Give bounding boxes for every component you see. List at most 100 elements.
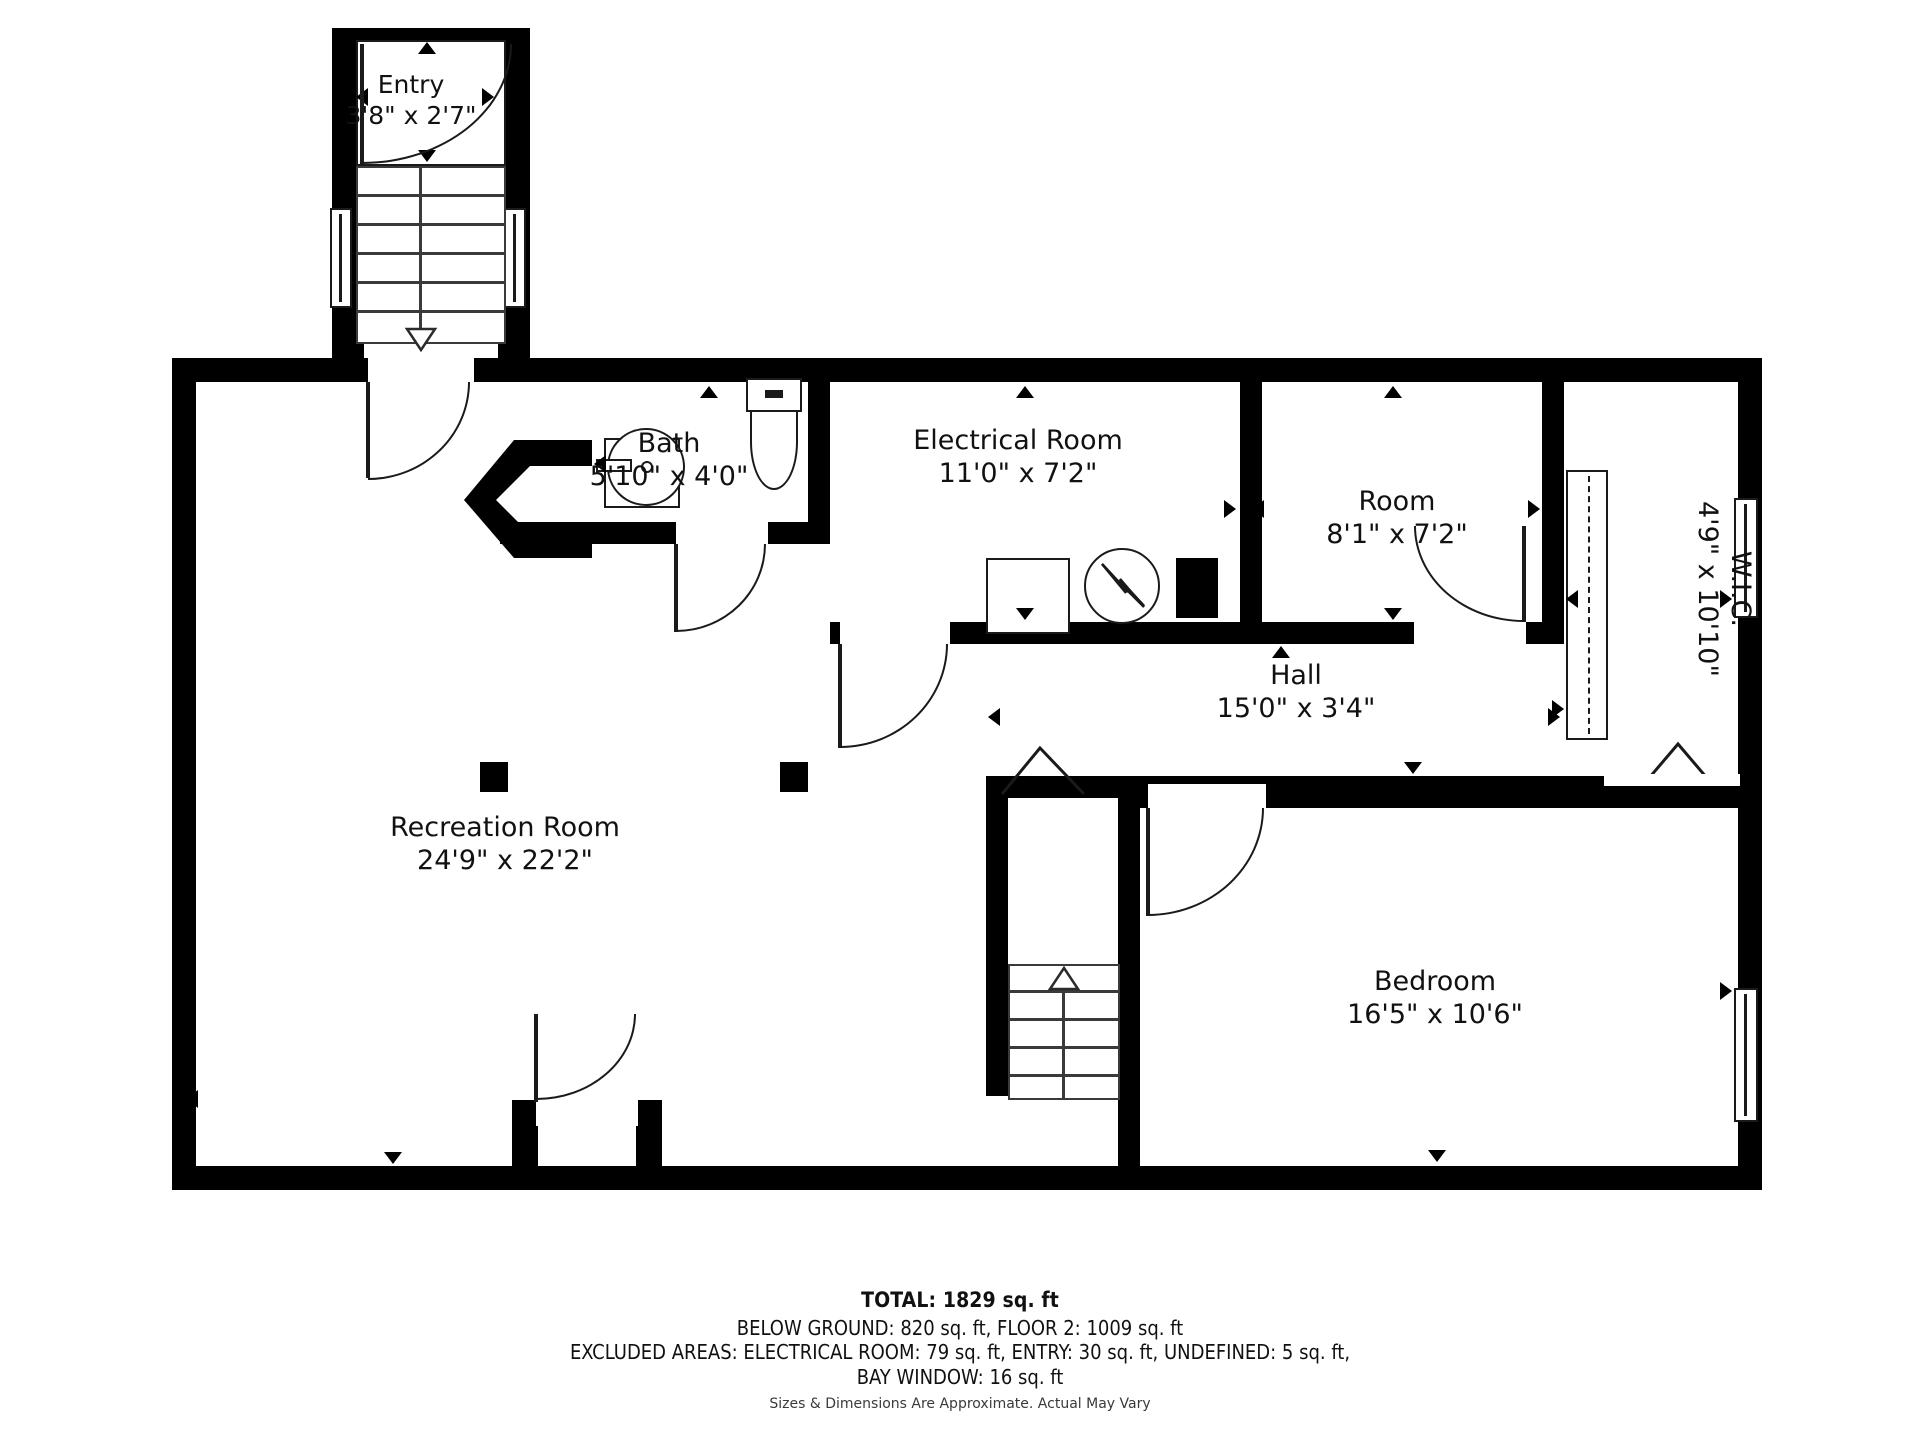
support-column-electrical <box>1176 558 1218 618</box>
exterior-wall-bottom <box>172 1166 1762 1190</box>
rec-dim-arrow-bottom <box>384 1152 402 1164</box>
room-dimensions-entry: 3'8" x 2'7" <box>345 100 477 130</box>
hall-wall-left <box>986 776 1008 1096</box>
wic-dim-arrow-top <box>1552 496 1564 514</box>
room-label-electrical: Electrical Room 11'0" x 7'2" <box>896 425 1140 491</box>
stairs-entry-direction-arrow <box>404 327 438 352</box>
footer-disclaimer: Sizes & Dimensions Are Approximate. Actu… <box>769 1396 1151 1412</box>
stairs-bedroom-arrow-bottom <box>1122 1090 1134 1108</box>
room-door-gap <box>1414 620 1526 646</box>
electrical-door-swing <box>840 644 948 748</box>
room-label-room: Room 8'1" x 7'2" <box>1286 486 1508 552</box>
area-summary-footer: TOTAL: 1829 sq. ft BELOW GROUND: 820 sq.… <box>0 1288 1920 1389</box>
electrical-door-panel <box>838 644 842 748</box>
room-dim-arrow-top <box>1384 386 1402 398</box>
electrical-dim-arrow-top <box>1016 386 1034 398</box>
bath-dim-arrow-right <box>814 455 826 473</box>
room-label-bedroom: Bedroom 16'5" x 10'6" <box>1312 966 1558 1032</box>
room-name-room: Room <box>1358 486 1436 517</box>
rec-entry-door-panel <box>366 382 370 478</box>
bedroom-dim-arrow-bottom <box>1428 1150 1446 1162</box>
electrical-wall-right <box>1240 382 1262 644</box>
room-label-entry: Entry 3'8" x 2'7" <box>316 70 506 131</box>
electrical-panel-bolt-icon <box>1101 563 1145 608</box>
footer-line-2: EXCLUDED AREAS: ELECTRICAL ROOM: 79 sq. … <box>569 1340 1351 1365</box>
footer-total: TOTAL: 1829 sq. ft <box>861 1288 1059 1312</box>
hall-west-angled-jamb <box>1000 745 1086 796</box>
room-label-bath: Bath 5'10" x 4'0" <box>556 428 782 494</box>
footer-line-3: BAY WINDOW: 16 sq. ft <box>856 1364 1064 1389</box>
angled-wall-rec-bath <box>464 440 592 558</box>
entry-wall-top <box>332 28 530 42</box>
stairs-bedroom-arrow-top <box>1126 978 1138 996</box>
room-name-bedroom: Bedroom <box>1373 966 1497 997</box>
bedroom-door-swing <box>1148 808 1264 916</box>
room-name-entry: Entry <box>377 70 445 99</box>
sink-drain <box>641 461 653 473</box>
exterior-wall-left <box>172 358 196 1190</box>
bedroom-dim-arrow-right <box>1720 982 1732 1000</box>
support-column-rec-right <box>780 762 808 792</box>
room-dimensions-bath: 5'10" x 4'0" <box>589 460 749 492</box>
room-dimensions-room: 8'1" x 7'2" <box>1326 518 1468 550</box>
room-label-wic: W.I.C. 4'9" x 10'10" <box>1690 464 1756 714</box>
stairs-entry <box>356 166 506 344</box>
hall-dim-arrow-bottom <box>1404 762 1422 774</box>
room-door-panel <box>1522 526 1526 622</box>
bath-door-gap <box>676 520 768 546</box>
toilet-bowl <box>750 410 798 490</box>
bath-wall-bottom <box>500 522 830 544</box>
bay-alcove-door-swing <box>536 1014 636 1100</box>
bath-door-panel <box>674 544 678 632</box>
room-label-recreation: Recreation Room 24'9" x 22'2" <box>338 812 672 878</box>
entry-door-panel <box>360 44 364 164</box>
rec-dim-arrow-left <box>186 1090 198 1108</box>
rec-entry-door-gap <box>368 356 474 384</box>
bath-door-swing <box>676 544 766 632</box>
bedroom-dim-arrow-left <box>1126 790 1138 808</box>
electrical-dim-arrow-right <box>1224 500 1236 518</box>
electrical-door-gap <box>840 620 950 646</box>
wic-dim-arrow-right <box>1720 590 1732 608</box>
room-dimensions-wic: 4'9" x 10'10" <box>1692 500 1723 677</box>
bath-dim-arrow-left <box>594 455 606 473</box>
room-label-hall: Hall 15'0" x 3'4" <box>1168 660 1424 726</box>
stair-tread <box>356 223 506 226</box>
electrical-dim-arrow-left <box>1252 500 1264 518</box>
stairs-entry-axis <box>419 166 422 334</box>
stair-tread <box>356 310 506 313</box>
entry-window-right-rail <box>513 214 516 302</box>
footer-line-1: BELOW GROUND: 820 sq. ft, FLOOR 2: 1009 … <box>736 1316 1184 1340</box>
room-dimensions-electrical: 11'0" x 7'2" <box>938 457 1098 489</box>
bath-dim-arrow-top <box>700 386 718 398</box>
stair-tread <box>356 281 506 284</box>
room-name-hall: Hall <box>1270 660 1322 691</box>
furnace-unit <box>986 558 1070 634</box>
entry-window-left-rail <box>339 214 342 302</box>
wic-window-rail <box>1744 504 1747 612</box>
electrical-dim-arrow-bottom <box>1016 608 1034 620</box>
hall-dim-arrow-right <box>1548 708 1560 726</box>
wic-dim-arrow-mid <box>1566 590 1578 608</box>
bedroom-door-gap <box>1148 784 1266 810</box>
bay-alcove-opening <box>536 1098 638 1126</box>
room-dim-arrow-right <box>1528 500 1540 518</box>
bedroom-wall-top <box>1118 786 1740 808</box>
room-name-bath: Bath <box>637 428 701 459</box>
support-column-rec-left <box>480 762 508 792</box>
room-dim-arrow-bottom <box>1384 608 1402 620</box>
bay-alcove-door-panel <box>534 1014 538 1102</box>
room-name-recreation: Recreation Room <box>390 812 620 843</box>
room-dimensions-hall: 15'0" x 3'4" <box>1216 692 1376 724</box>
stair-tread <box>356 194 506 197</box>
stairs-bedroom-axis <box>1062 976 1065 1098</box>
hall-dim-arrow-top <box>1272 646 1290 658</box>
stair-tread <box>356 252 506 255</box>
stairs-bedroom-direction-arrow <box>1048 966 1080 991</box>
room-name-wic: W.I.C. <box>1724 550 1756 628</box>
room-dimensions-recreation: 24'9" x 22'2" <box>417 844 593 876</box>
hall-dim-arrow-left <box>988 708 1000 726</box>
bedroom-door-panel <box>1146 808 1150 916</box>
bedroom-window-rail <box>1744 994 1747 1116</box>
